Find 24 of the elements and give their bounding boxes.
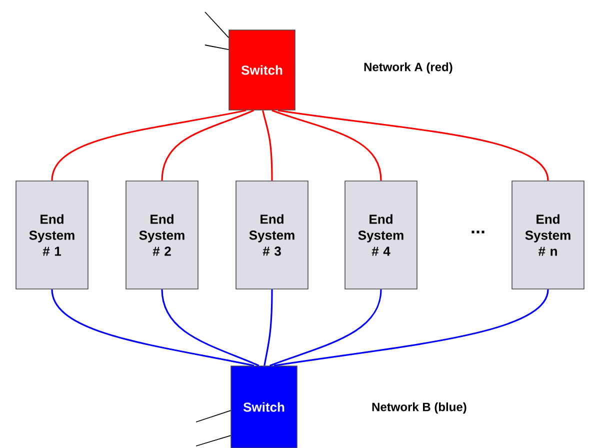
network-link [262,110,273,181]
cable-line [204,44,230,50]
end-system-box: End System # 3 [236,180,308,290]
end-system-box: End System # 2 [126,180,198,290]
ellipsis-label: ... [472,230,484,234]
network-link [161,110,254,181]
network-label: Network A (red) [364,62,452,74]
network-link [161,289,260,366]
network-link [51,110,246,181]
end-system-box: End System # n [512,180,584,290]
end-system-box: End System # 4 [344,180,418,290]
network-link [51,289,254,366]
network-link [274,289,549,366]
network-link [264,289,273,366]
switch-box: Switch [230,366,298,448]
cable-line [204,12,230,38]
network-link [270,289,382,366]
network-link [278,110,549,181]
end-system-box: End System # 1 [16,180,88,290]
cable-line [196,410,232,422]
cable-line [196,435,232,446]
network-link [272,110,382,181]
switch-box: Switch [228,30,296,110]
network-label: Network B (blue) [372,402,466,414]
